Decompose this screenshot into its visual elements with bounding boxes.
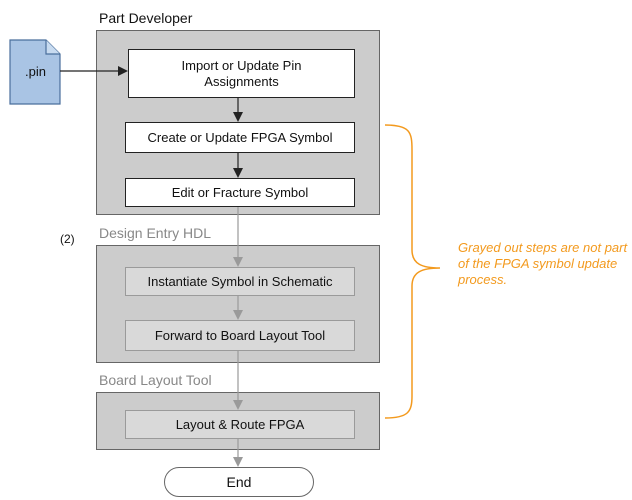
grayed-steps-annotation: Grayed out steps are not part of the FPG… xyxy=(458,240,628,287)
section-title-board-layout: Board Layout Tool xyxy=(99,372,212,388)
file-arrowhead-icon xyxy=(118,66,128,76)
footnote-marker: (2) xyxy=(60,232,75,246)
arrowhead-icon xyxy=(233,112,243,122)
gray-arrowhead-icon xyxy=(233,400,243,410)
end-terminator: End xyxy=(164,467,314,497)
gray-arrowhead-icon xyxy=(233,257,243,267)
gray-arrowhead-icon xyxy=(233,457,243,467)
brace-icon xyxy=(384,124,441,419)
arrowhead-icon xyxy=(233,168,243,178)
gray-arrowhead-icon xyxy=(233,310,243,320)
pin-file-icon xyxy=(9,39,61,105)
step-instantiate-symbol: Instantiate Symbol in Schematic xyxy=(125,267,355,296)
section-title-part-developer: Part Developer xyxy=(99,10,193,26)
step-create-symbol: Create or Update FPGA Symbol xyxy=(125,122,355,153)
step-edit-symbol: Edit or Fracture Symbol xyxy=(125,178,355,207)
pin-file-fold-icon xyxy=(45,40,60,55)
pin-file-label: .pin xyxy=(25,64,46,79)
step-import-pins: Import or Update Pin Assignments xyxy=(128,49,355,98)
section-title-design-entry: Design Entry HDL xyxy=(99,225,212,241)
step-layout-route: Layout & Route FPGA xyxy=(125,410,355,439)
step-forward-layout: Forward to Board Layout Tool xyxy=(125,320,355,351)
